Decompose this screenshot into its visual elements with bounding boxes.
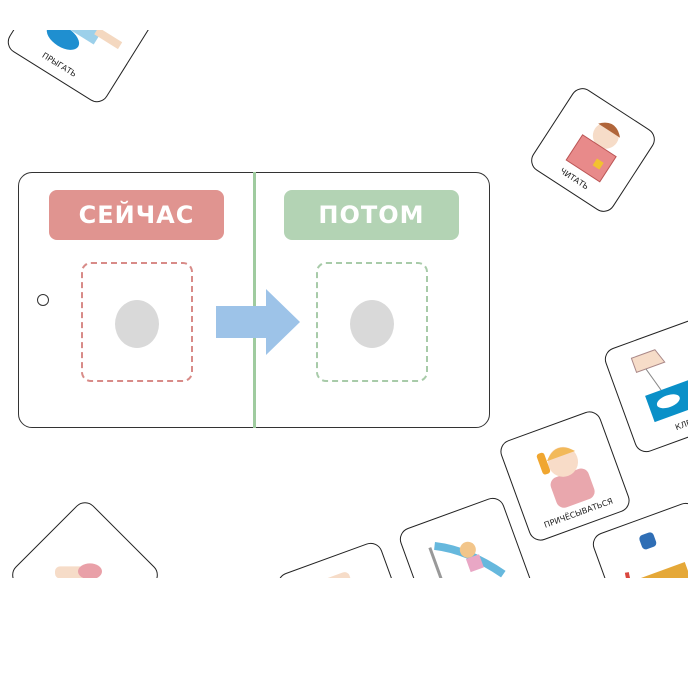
then-header: ПОТОМ xyxy=(284,190,459,240)
card-toys[interactable] xyxy=(589,499,688,578)
hanging-hole xyxy=(37,294,49,306)
arrow-right-icon xyxy=(216,289,300,355)
board-divider xyxy=(253,172,256,428)
slide-icon xyxy=(428,541,506,578)
card-jump[interactable]: ПРЫГАТЬ xyxy=(3,30,162,107)
then-card-slot[interactable] xyxy=(316,262,428,382)
glue-icon xyxy=(630,349,688,423)
card-hands[interactable] xyxy=(274,539,416,578)
card-clay[interactable] xyxy=(7,497,163,578)
now-then-board: СЕЙЧАС ПОТОМ xyxy=(18,172,490,428)
card-comb[interactable]: ПРИЧЁСЫВАТЬСЯ xyxy=(497,408,633,544)
card-slide[interactable] xyxy=(396,494,538,578)
toy-box-icon xyxy=(624,532,688,578)
combing-girl-icon xyxy=(536,446,595,508)
now-card-slot[interactable] xyxy=(81,262,193,382)
cards-area: ПРЫГАТЬ ЧИТАТЬ ПРИЧЁСЫВАТЬСЯ КЛЕИ xyxy=(0,30,688,578)
clay-hands-icon xyxy=(55,563,103,578)
hands-icon xyxy=(311,572,351,578)
card-glue[interactable]: КЛЕИ xyxy=(601,314,688,456)
velcro-dot xyxy=(115,300,159,348)
velcro-dot xyxy=(350,300,394,348)
jumping-boy-icon xyxy=(46,30,123,50)
now-header: СЕЙЧАС xyxy=(49,190,224,240)
reading-boy-icon xyxy=(565,122,621,183)
card-read[interactable]: ЧИТАТЬ xyxy=(526,83,660,217)
